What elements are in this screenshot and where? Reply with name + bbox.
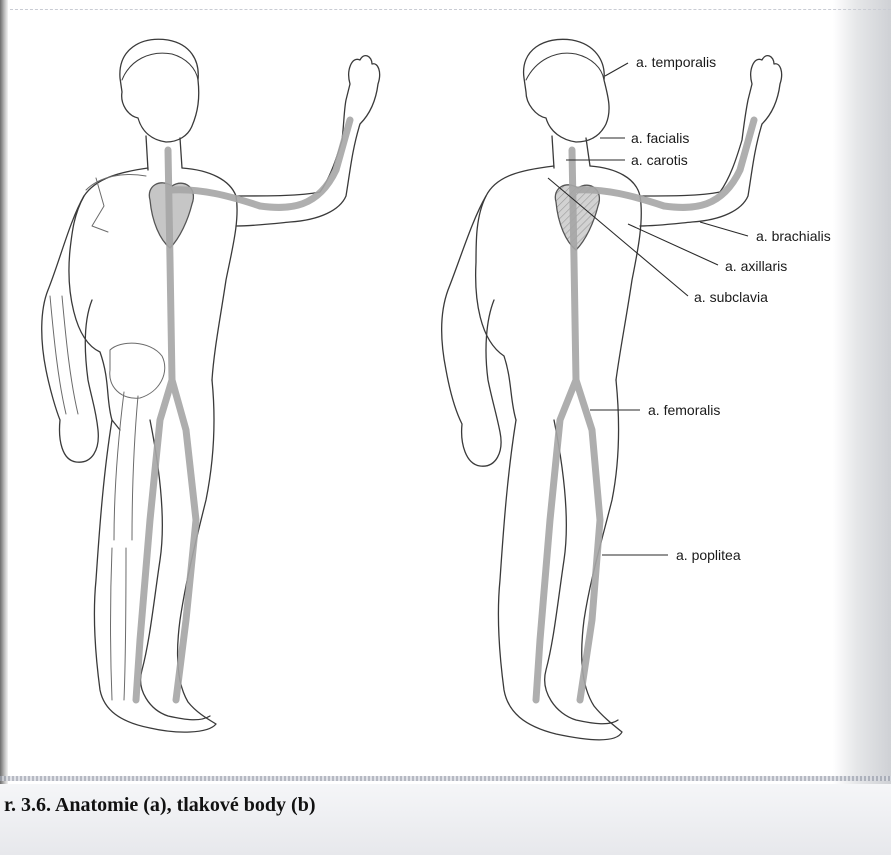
figure-a-skeleton <box>50 175 165 700</box>
leader-axillaris <box>628 224 718 265</box>
label-a-facialis: a. facialis <box>631 130 689 146</box>
figure-a-arteries <box>136 120 350 700</box>
label-a-poplitea: a. poplitea <box>676 547 741 563</box>
figure-b-pressure-points <box>442 39 782 739</box>
figure-b-head <box>524 39 609 142</box>
figure-caption: r. 3.6. Anatomie (a), tlakové body (b) <box>4 794 315 817</box>
figure-a-anatomy <box>42 39 380 732</box>
figure-a-arm-lowered <box>42 196 99 462</box>
leader-brachialis <box>700 222 748 236</box>
figure-a-head <box>120 39 199 142</box>
figure-a-legs <box>94 380 216 732</box>
leader-temporalis <box>605 63 628 76</box>
label-a-brachialis: a. brachialis <box>756 228 831 244</box>
anatomy-figure <box>0 0 891 780</box>
label-a-femoralis: a. femoralis <box>648 402 720 418</box>
label-a-temporalis: a. temporalis <box>636 54 716 70</box>
label-a-subclavia: a. subclavia <box>694 289 768 305</box>
figure-b-arm-lowered <box>442 196 501 466</box>
figure-b-heart <box>555 185 599 250</box>
label-a-carotis: a. carotis <box>631 152 688 168</box>
label-a-axillaris: a. axillaris <box>725 258 787 274</box>
